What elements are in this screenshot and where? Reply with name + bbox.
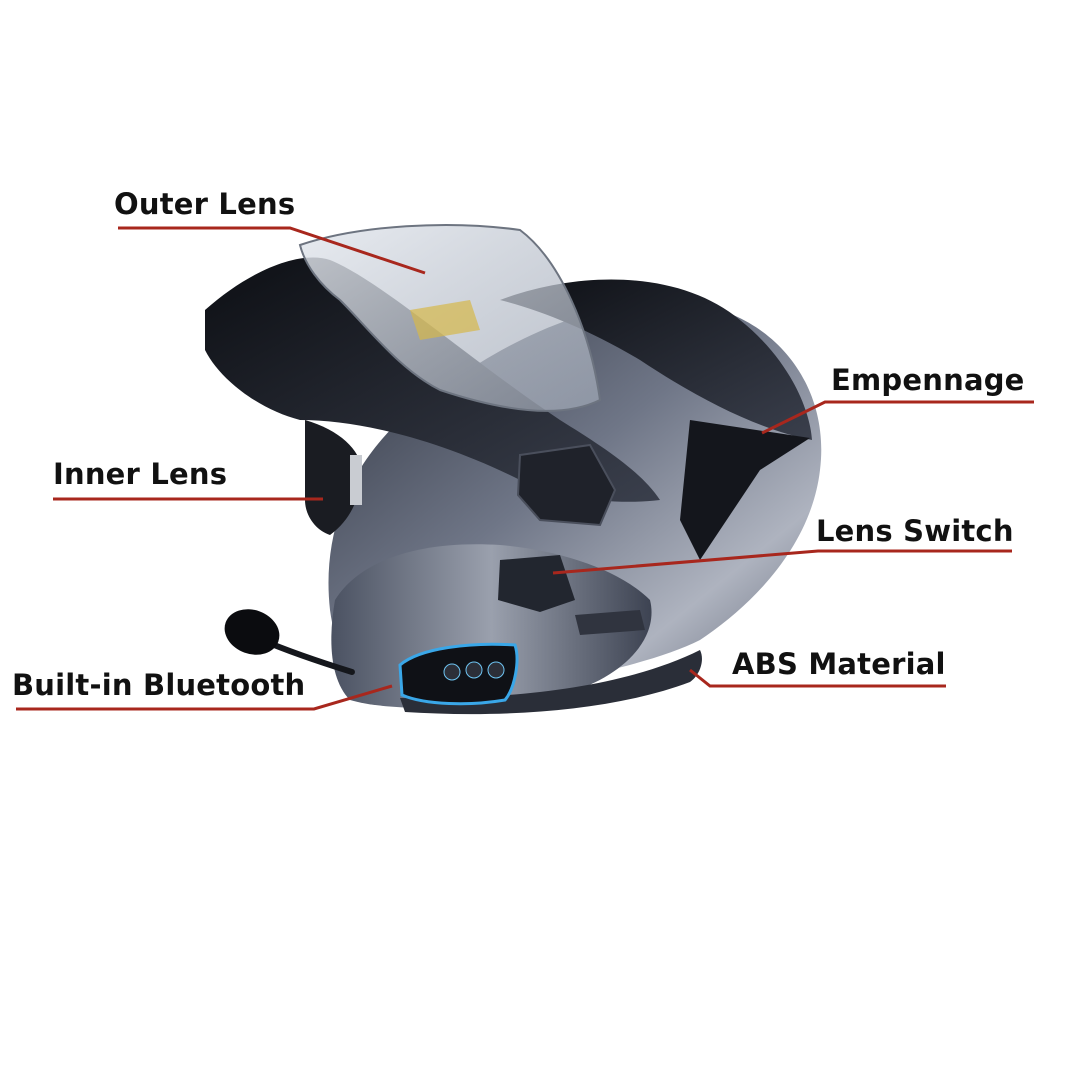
mic-foam <box>224 609 280 655</box>
label-built-in-bluetooth: Built-in Bluetooth <box>12 668 306 702</box>
leader-empennage <box>761 400 1034 435</box>
side-vent <box>575 610 645 635</box>
leader-outer-lens <box>118 226 426 275</box>
bt-button-plus <box>487 661 505 679</box>
label-outer-lens: Outer Lens <box>114 187 296 221</box>
bt-button-minus <box>443 663 461 681</box>
spoiler <box>680 420 810 560</box>
leader-abs-material <box>689 668 946 688</box>
bt-button-main <box>465 661 483 679</box>
label-abs-material: ABS Material <box>732 647 946 681</box>
lens-switch <box>498 555 575 612</box>
leader-bluetooth <box>16 684 393 711</box>
hinge-plate <box>516 443 617 527</box>
visor-reflection <box>410 300 480 340</box>
label-lens-switch: Lens Switch <box>816 514 1014 548</box>
inner-lens-glare <box>350 455 362 505</box>
leader-lens-switch <box>552 549 1012 575</box>
label-empennage: Empennage <box>831 363 1025 397</box>
inner-lens <box>305 420 362 535</box>
label-inner-lens: Inner Lens <box>53 457 228 491</box>
